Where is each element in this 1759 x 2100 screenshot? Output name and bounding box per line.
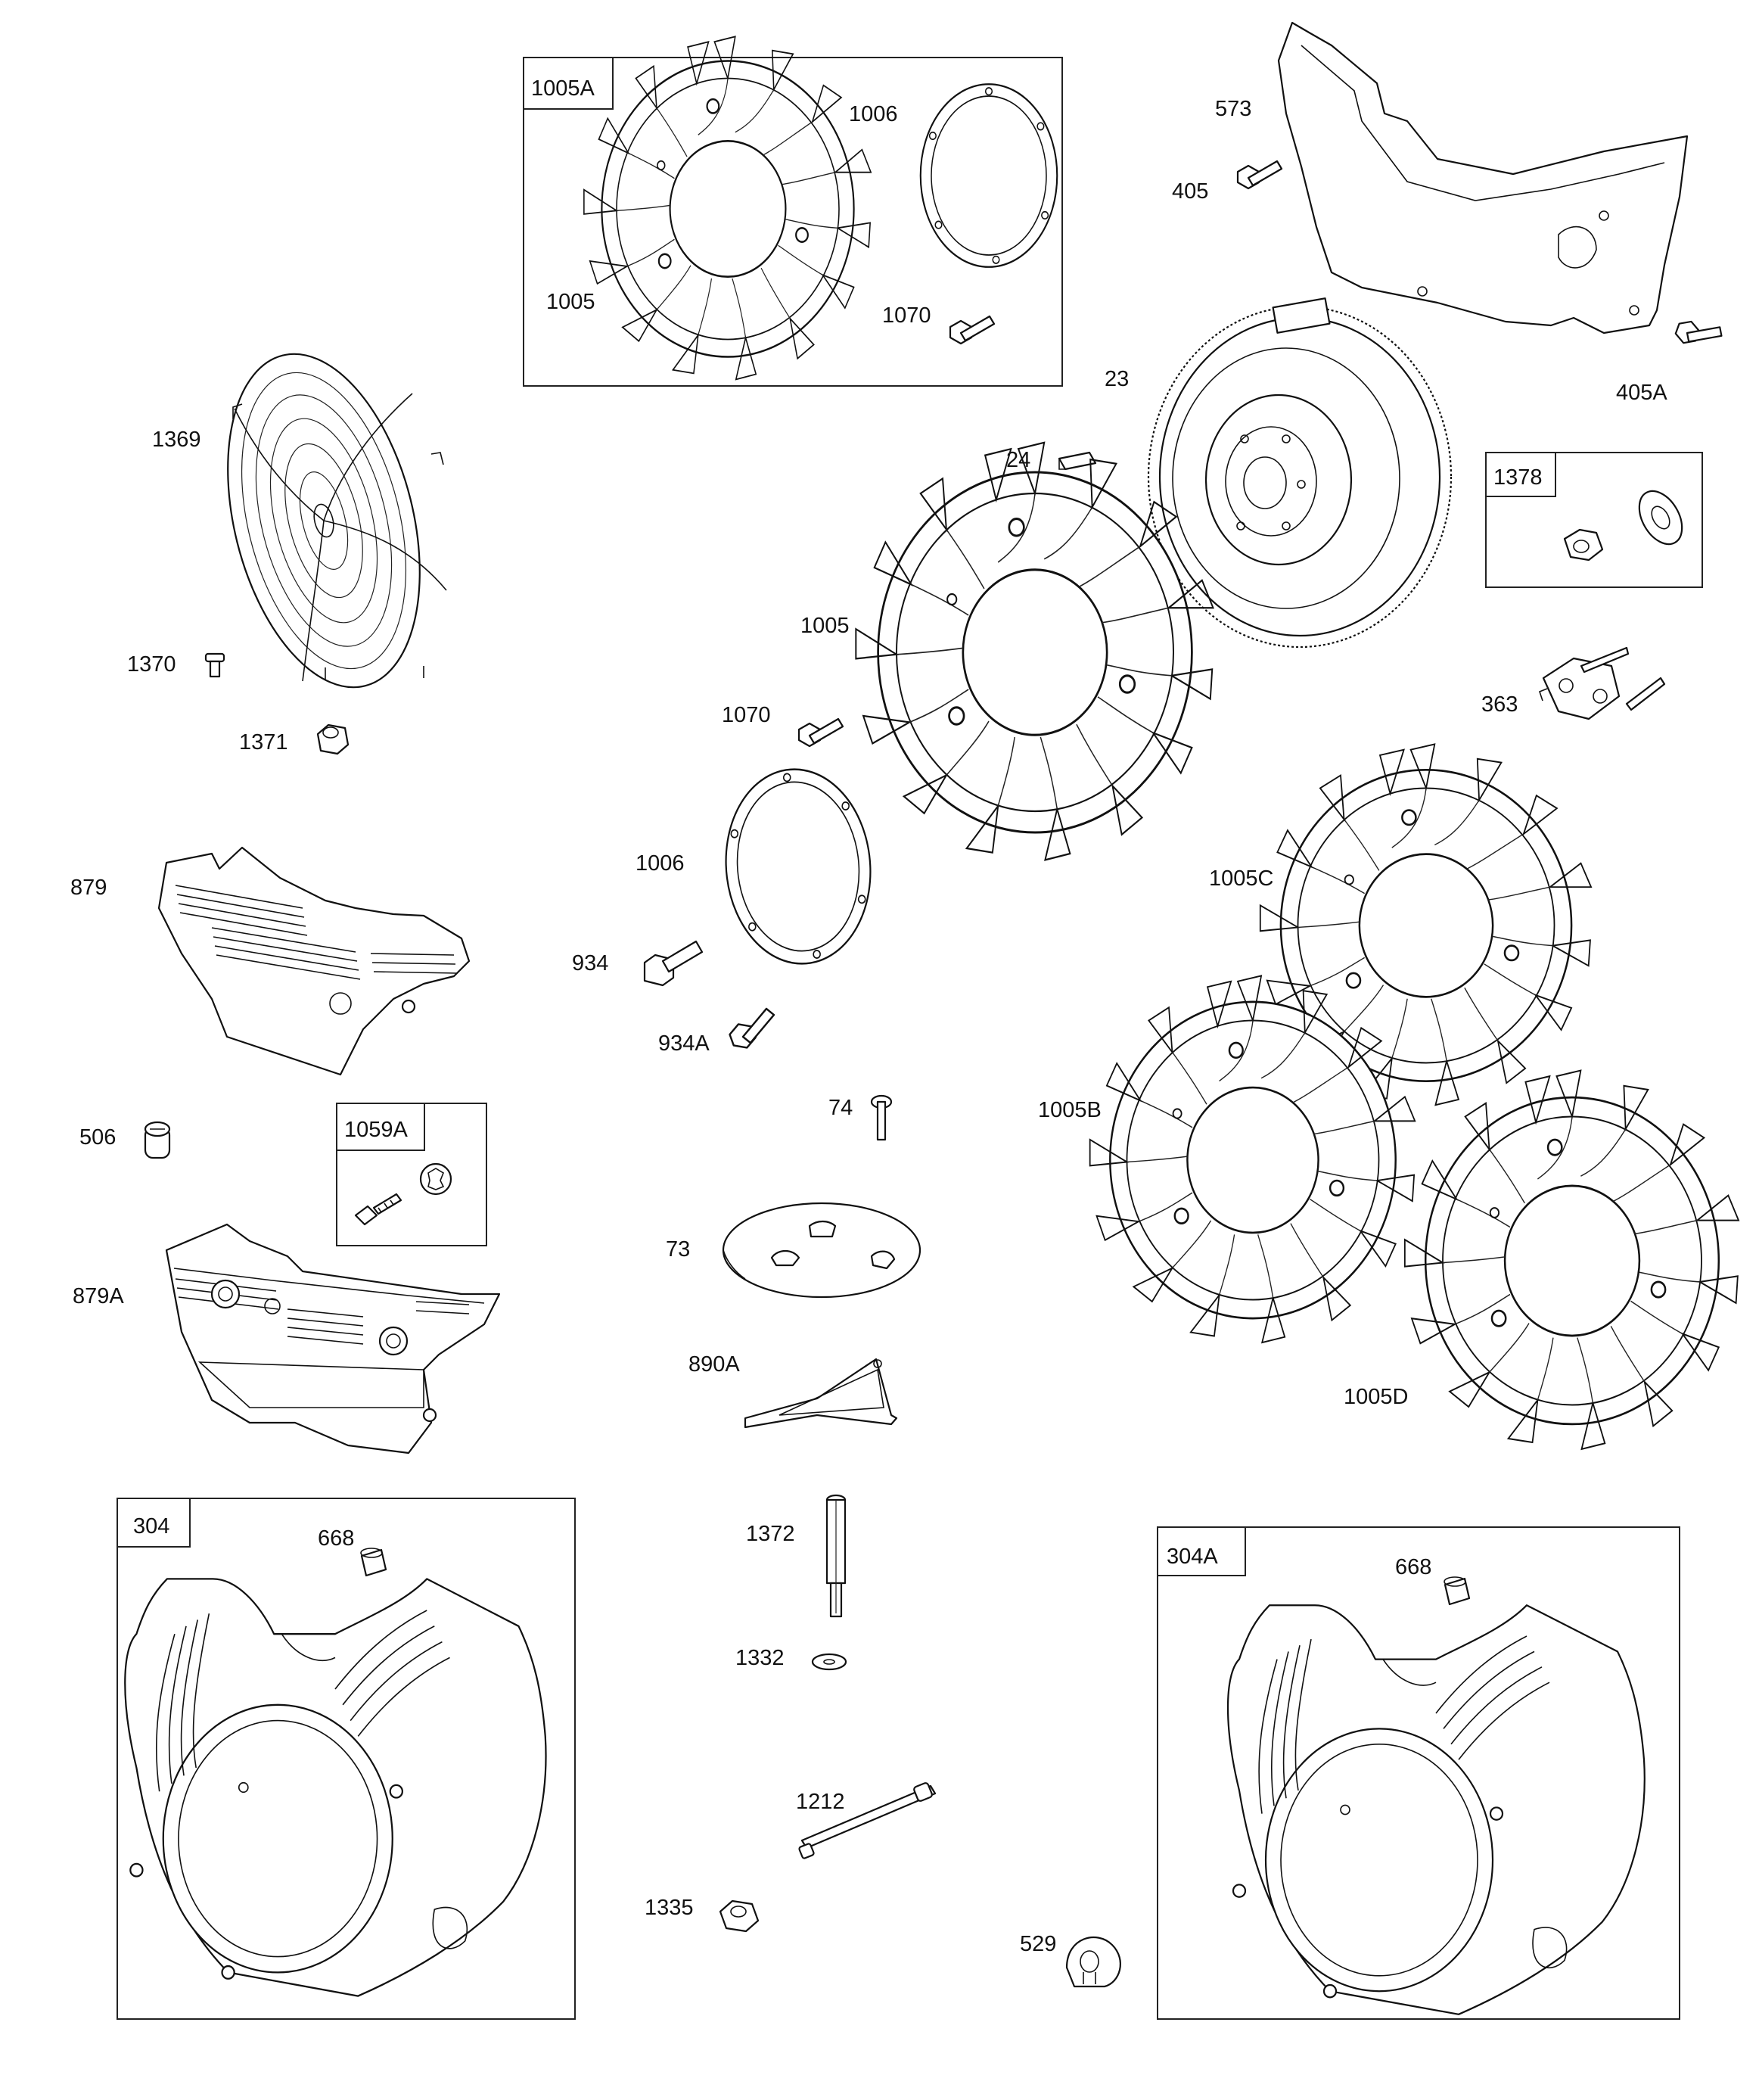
disc-73 (722, 1202, 921, 1299)
shroud-879 (157, 846, 471, 1076)
bolt-1070-inset (949, 315, 996, 345)
label-1369: 1369 (152, 428, 201, 452)
label-879: 879 (70, 876, 107, 900)
label-304A: 304A (1167, 1545, 1218, 1569)
screw-1059A (354, 1193, 402, 1226)
label-1005D: 1005D (1344, 1385, 1408, 1409)
label-1332: 1332 (735, 1646, 785, 1670)
gasket-1006-main (713, 758, 883, 975)
label-363: 363 (1481, 692, 1518, 717)
label-890A: 890A (688, 1352, 740, 1377)
label-73: 73 (666, 1237, 690, 1262)
label-573: 573 (1215, 97, 1251, 121)
label-304: 304 (133, 1514, 169, 1538)
cap-668-right (1444, 1576, 1471, 1606)
bracket-890A (744, 1358, 898, 1429)
group-box-304: 304 (117, 1498, 576, 2020)
label-1378: 1378 (1493, 465, 1543, 490)
washer-1332 (811, 1653, 847, 1671)
standoff-1372 (825, 1494, 847, 1618)
spacer-1371 (316, 723, 350, 755)
group-box-1005A: 1005A (523, 57, 1063, 387)
label-1005-inset: 1005 (546, 290, 595, 314)
screw-1370 (204, 652, 225, 678)
fan-1005B (1089, 975, 1416, 1344)
blower-housing-573 (1277, 21, 1689, 334)
label-1371: 1371 (239, 730, 288, 754)
label-1059A: 1059A (344, 1118, 409, 1142)
bolt-934A (725, 1006, 782, 1053)
label-1005C: 1005C (1209, 866, 1273, 891)
label-668-left: 668 (318, 1526, 354, 1551)
fan-1005-main (854, 441, 1214, 861)
label-668-right: 668 (1395, 1555, 1431, 1579)
label-1070-main: 1070 (722, 703, 771, 727)
label-405A: 405A (1616, 381, 1667, 405)
label-23: 23 (1105, 367, 1129, 391)
group-box-1059A: 1059A (336, 1103, 487, 1246)
nut-1378 (1563, 528, 1604, 562)
bolt-1070-main (797, 717, 844, 748)
group-box-304A: 304A (1157, 1526, 1680, 2020)
label-934A: 934A (658, 1031, 710, 1056)
rod-1212 (798, 1782, 937, 1859)
bracket-363 (1539, 646, 1666, 720)
label-1005-main: 1005 (800, 614, 850, 638)
plug-506 (144, 1121, 171, 1159)
label-1005B: 1005B (1038, 1098, 1102, 1122)
bolt-405 (1236, 160, 1283, 190)
label-1335: 1335 (645, 1896, 694, 1920)
label-1212: 1212 (796, 1790, 845, 1814)
washer-1378 (1638, 490, 1683, 546)
label-506: 506 (79, 1125, 116, 1150)
label-1006-main: 1006 (636, 851, 685, 876)
grill-screen-1369 (227, 353, 447, 689)
label-529: 529 (1020, 1932, 1056, 1956)
label-74: 74 (828, 1096, 853, 1120)
label-1370: 1370 (127, 652, 176, 677)
label-1006-top: 1006 (849, 102, 898, 126)
screw-74 (870, 1094, 893, 1141)
label-1372: 1372 (746, 1522, 795, 1546)
gasket-1006-inset (919, 83, 1058, 268)
flywheel-23 (1147, 297, 1453, 649)
engine-shroud-304 (124, 1578, 547, 1997)
fan-1005D (1403, 1069, 1740, 1451)
fan-1005-inset (583, 36, 872, 381)
label-405: 405 (1172, 179, 1208, 204)
label-1070-inset: 1070 (882, 303, 931, 328)
shroud-879A (165, 1223, 501, 1454)
grommet-529 (1065, 1936, 1121, 1988)
cap-668-left (360, 1548, 387, 1577)
label-879A: 879A (73, 1284, 124, 1308)
clip-1059A (419, 1162, 452, 1196)
engine-shroud-304A (1226, 1604, 1646, 2015)
nut-1335 (719, 1899, 760, 1933)
group-box-1378: 1378 (1485, 452, 1703, 588)
label-1005A: 1005A (531, 76, 595, 101)
bolt-934 (643, 940, 704, 987)
label-934: 934 (572, 951, 608, 975)
key-24 (1058, 451, 1097, 471)
bolt-405A (1672, 313, 1725, 356)
